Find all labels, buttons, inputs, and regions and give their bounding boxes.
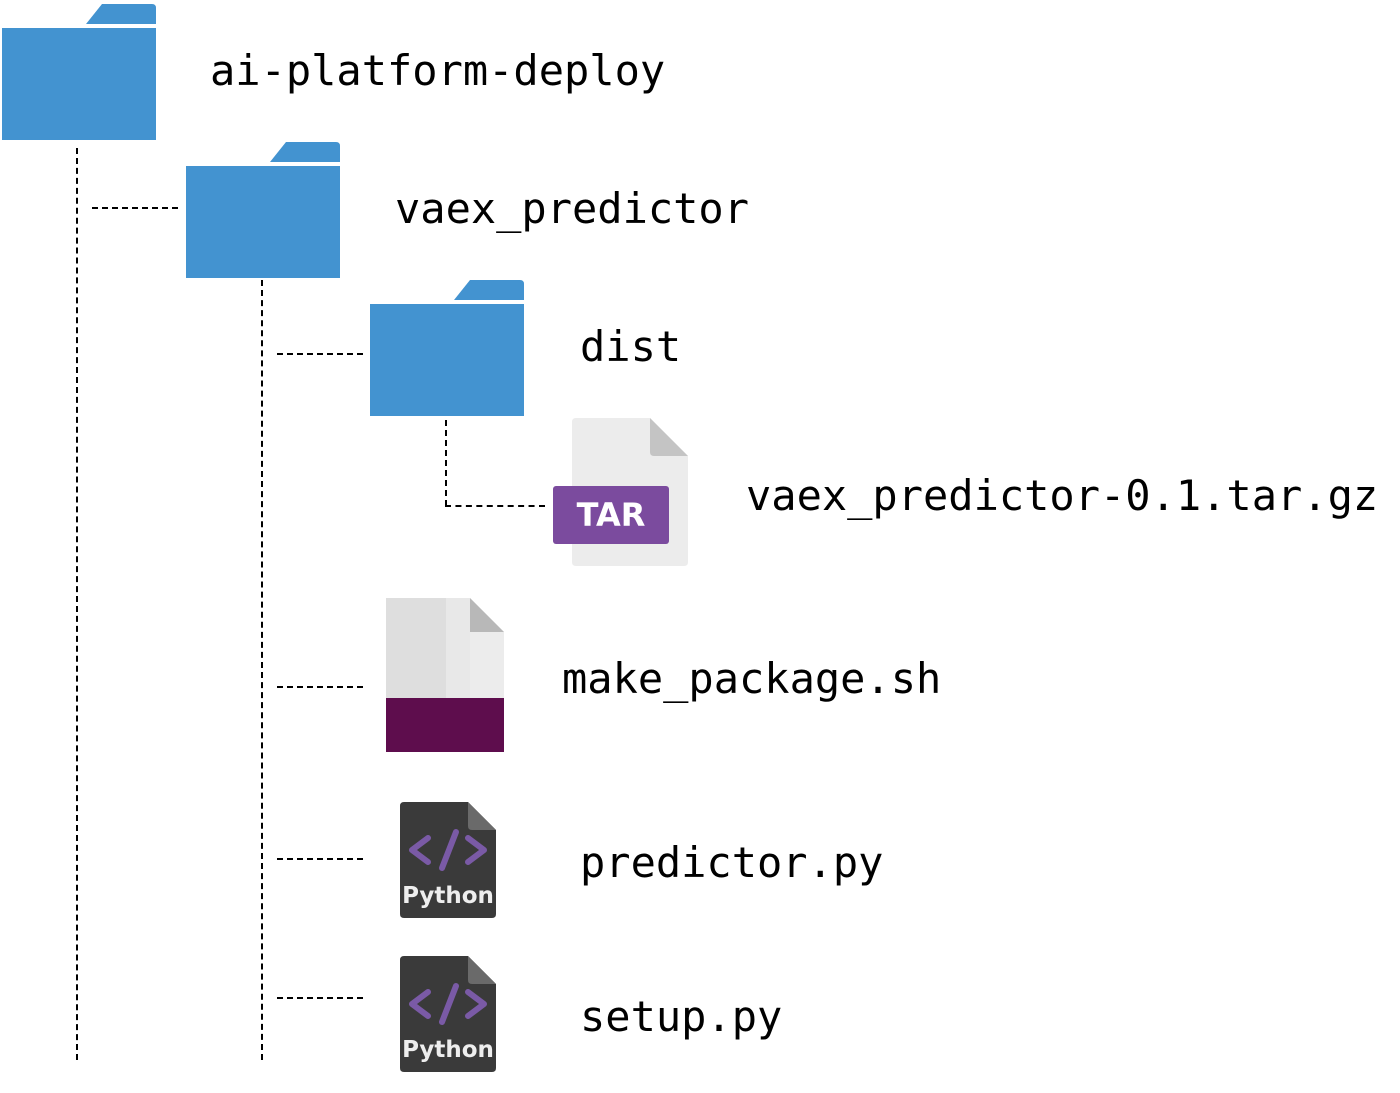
tree-branch-archive xyxy=(445,505,545,507)
python-badge-label: Python xyxy=(402,1037,494,1063)
tree-branch-setup xyxy=(277,997,363,999)
tree-node-dist-label: dist xyxy=(580,322,682,371)
tree-node-package-label: vaex_predictor xyxy=(395,184,750,233)
tree-connector-dist xyxy=(445,420,447,506)
tree-connector-package xyxy=(261,280,263,1060)
tree-branch-predictor xyxy=(277,858,363,860)
tree-node-script[interactable] xyxy=(386,598,504,752)
tree-branch-dist xyxy=(277,353,363,355)
folder-icon xyxy=(186,140,340,278)
tar-badge-label: TAR xyxy=(576,496,646,534)
tree-branch-script xyxy=(277,686,363,688)
tree-node-archive[interactable]: TAR xyxy=(552,414,692,570)
folder-icon xyxy=(2,2,156,140)
tree-node-root[interactable] xyxy=(2,2,156,140)
folder-icon xyxy=(370,278,524,416)
shell-file-icon xyxy=(386,598,504,752)
tree-node-root-label: ai-platform-deploy xyxy=(210,46,666,95)
tree-node-setup-label: setup.py xyxy=(580,992,783,1041)
tree-node-package[interactable] xyxy=(186,140,340,278)
tree-branch-package xyxy=(92,207,178,209)
tree-node-setup[interactable]: Python xyxy=(396,952,500,1074)
tree-node-dist[interactable] xyxy=(370,278,524,416)
tree-node-script-label: make_package.sh xyxy=(562,654,942,703)
python-badge-label: Python xyxy=(402,883,494,909)
tree-node-archive-label: vaex_predictor-0.1.tar.gz xyxy=(746,471,1379,520)
tree-connector-root xyxy=(76,148,78,1060)
tree-node-predictor-label: predictor.py xyxy=(580,838,884,887)
tree-node-predictor[interactable]: Python xyxy=(396,798,500,920)
